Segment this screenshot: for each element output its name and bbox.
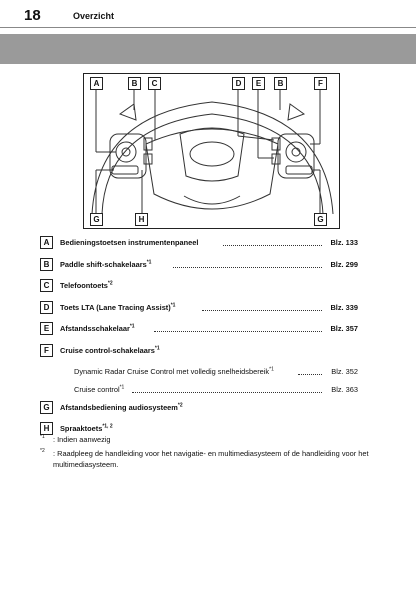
dotted-leader (223, 245, 322, 246)
legend-label: Paddle shift-schakelaars*1 (60, 259, 152, 269)
legend-label: Afstandsbediening audiosysteem*2 (60, 402, 183, 412)
page-reference: Blz. 357 (330, 324, 358, 333)
legend-item: G Afstandsbediening audiosysteem*2 (40, 401, 358, 415)
sub-item-label: Dynamic Radar Cruise Control met volledi… (74, 366, 274, 376)
legend-item: H Spraaktoets*1, 2 (40, 422, 358, 436)
callout-g-left: G (90, 213, 103, 226)
header-rule (0, 27, 416, 28)
footnote-mark: *2 (40, 448, 45, 454)
legend-label: Telefoontoets*2 (60, 280, 113, 290)
page-reference: Blz. 339 (330, 303, 358, 312)
page-number: 18 (24, 7, 41, 24)
dotted-leader (298, 374, 322, 375)
legend-item: D Toets LTA (Lane Tracing Assist)*1 Blz.… (40, 301, 358, 315)
sub-item: Cruise control*1 Blz. 363 (40, 383, 358, 397)
page-reference: Blz. 352 (331, 367, 358, 376)
legend-label: Cruise control-schakelaars*1 (60, 345, 160, 355)
legend-item: F Cruise control-schakelaars*1 (40, 344, 358, 358)
dotted-leader (154, 331, 322, 332)
callout-h: H (135, 213, 148, 226)
legend-letter: C (40, 279, 53, 292)
footnotes: *1 : Indien aanwezig *2 : Raadpleeg de h… (40, 434, 370, 470)
legend-label: Bedieningstoetsen instrumentenpaneel (60, 238, 199, 247)
page-reference: Blz. 363 (331, 385, 358, 394)
footnote: *2 : Raadpleeg de handleiding voor het n… (40, 448, 370, 470)
legend-letter: A (40, 236, 53, 249)
sub-item-label: Cruise control*1 (74, 384, 125, 394)
callout-b: B (128, 77, 141, 90)
legend-letter: D (40, 301, 53, 314)
legend-item: A Bedieningstoetsen instrumentenpaneel B… (40, 236, 358, 250)
steering-wheel-figure: A B C D E B F G H G (83, 73, 340, 229)
footnote-mark: *1 (40, 434, 45, 440)
page-reference: Blz. 133 (330, 238, 358, 247)
legend-label: Toets LTA (Lane Tracing Assist)*1 (60, 302, 176, 312)
legend-letter: F (40, 344, 53, 357)
section-title: Overzicht (73, 11, 115, 21)
page-reference: Blz. 299 (330, 260, 358, 269)
callout-c: C (148, 77, 161, 90)
callout-e: E (252, 77, 265, 90)
callout-a: A (90, 77, 103, 90)
callout-b-right: B (274, 77, 287, 90)
footnote: *1 : Indien aanwezig (40, 434, 370, 445)
legend-label: Afstandsschakelaar*1 (60, 323, 135, 333)
footnote-text: : Raadpleeg de handleiding voor het navi… (53, 449, 369, 469)
legend-item: E Afstandsschakelaar*1 Blz. 357 (40, 322, 358, 336)
sub-item: Dynamic Radar Cruise Control met volledi… (40, 365, 358, 379)
legend-letter: H (40, 422, 53, 435)
steering-wheel-illustration (91, 89, 334, 218)
header-band (0, 34, 416, 64)
callout-d: D (232, 77, 245, 90)
footnote-text: : Indien aanwezig (53, 435, 111, 444)
legend-letter: G (40, 401, 53, 414)
legend-letter: B (40, 258, 53, 271)
dotted-leader (173, 267, 322, 268)
dotted-leader (202, 310, 322, 311)
callout-g-right: G (314, 213, 327, 226)
legend-label: Spraaktoets*1, 2 (60, 423, 113, 433)
legend-item: C Telefoontoets*2 (40, 279, 358, 293)
dotted-leader (132, 392, 322, 393)
legend-item: B Paddle shift-schakelaars*1 Blz. 299 (40, 258, 358, 272)
callout-f: F (314, 77, 327, 90)
legend-letter: E (40, 322, 53, 335)
